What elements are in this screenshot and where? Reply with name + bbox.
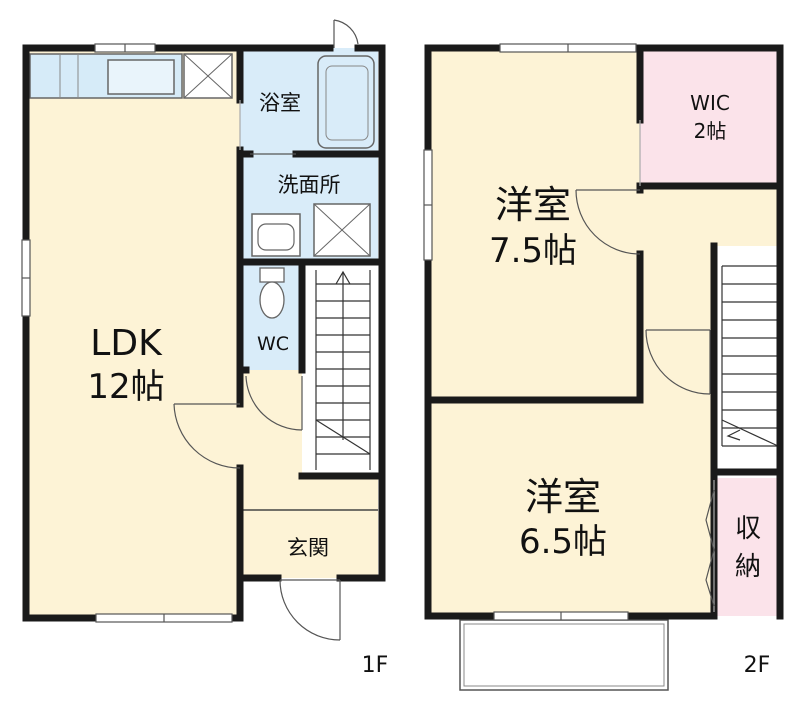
floor-1: LDK 12帖 浴室 洗面所 WC 玄関 1F	[21, 19, 389, 678]
bathroom-label: 浴室	[259, 91, 301, 115]
toilet	[259, 267, 285, 319]
room-7-5-name-label: 洋室	[495, 183, 571, 227]
staircase-2f	[714, 246, 780, 470]
room-6-5-size-label: 6.5帖	[519, 522, 607, 562]
kitchen-sink	[107, 59, 175, 95]
wc-label: WC	[257, 333, 289, 355]
windows-2f	[423, 43, 637, 621]
ldk-size-label: 12帖	[87, 367, 164, 407]
balcony	[459, 619, 669, 691]
washbasin	[251, 213, 301, 257]
western-room-6-5	[428, 400, 714, 616]
storage-label-bottom: 納	[735, 552, 761, 582]
washroom-label: 洗面所	[278, 173, 341, 197]
wic-label: WIC	[690, 91, 730, 115]
storage-room	[714, 478, 780, 616]
wic-size-label: 2帖	[694, 119, 727, 143]
staircase-steps-2f	[721, 265, 779, 447]
storage-label-top: 収	[735, 514, 761, 544]
walls-1f	[22, 44, 386, 622]
bathtub	[317, 55, 375, 149]
floor-2-label: 2F	[744, 653, 771, 678]
staircase-steps-1f	[315, 270, 371, 470]
ldk-room	[26, 48, 240, 618]
doors-2f	[575, 120, 715, 612]
windows-1f	[21, 43, 233, 623]
western-room-7-5	[428, 48, 640, 400]
staircase-1f	[302, 262, 378, 478]
entrance-label: 玄関	[287, 536, 329, 560]
ldk-name-label: LDK	[90, 323, 163, 364]
floor-2: 洋室 7.5帖 洋室 6.5帖 WIC 2帖 収 納 2F	[423, 43, 784, 691]
wic-room	[640, 48, 780, 186]
room-7-5-size-label: 7.5帖	[489, 231, 577, 271]
floor-1-label: 1F	[362, 653, 389, 678]
doors-1f	[173, 19, 359, 641]
room-6-5-name-label: 洋室	[525, 475, 601, 519]
